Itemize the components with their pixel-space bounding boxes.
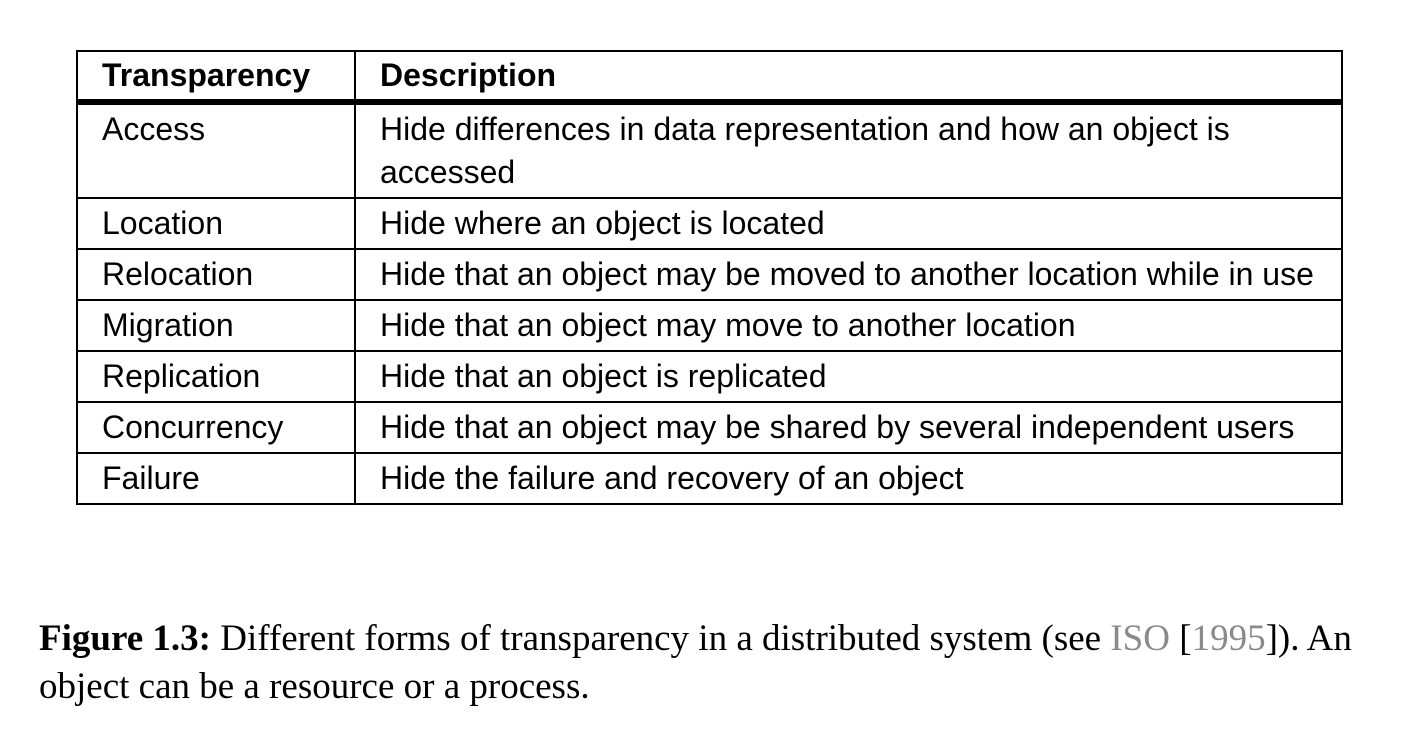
transparency-description-cell: Hide where an object is located <box>354 197 1343 250</box>
transparency-name-cell: Relocation <box>76 248 356 301</box>
transparency-description-cell: Hide that an object may be shared by sev… <box>354 401 1343 454</box>
table-header-row: Transparency Description <box>76 50 1343 105</box>
caption-text-after: ]). An object can be a resource or a pro… <box>39 618 1352 707</box>
caption-text-before: Different forms of transparency in a dis… <box>220 618 1111 659</box>
transparency-description-cell: Hide differences in data representation … <box>354 101 1343 199</box>
transparency-name-cell: Location <box>76 197 356 250</box>
transparency-name-cell: Migration <box>76 299 356 352</box>
table-row: Relocation Hide that an object may be mo… <box>76 248 1343 301</box>
transparency-description-cell: Hide that an object may move to another … <box>354 299 1343 352</box>
transparency-name-cell: Replication <box>76 350 356 403</box>
column-header-transparency: Transparency <box>76 50 356 105</box>
transparency-description-cell: Hide the failure and recovery of an obje… <box>354 452 1343 505</box>
table-row: Failure Hide the failure and recovery of… <box>76 452 1343 505</box>
transparency-table: Transparency Description Access Hide dif… <box>76 50 1343 505</box>
table-row: Access Hide differences in data represen… <box>76 101 1343 199</box>
transparency-description-cell: Hide that an object is replicated <box>354 350 1343 403</box>
column-header-description: Description <box>354 50 1343 105</box>
table-row: Migration Hide that an object may move t… <box>76 299 1343 352</box>
figure-caption: Figure 1.3: Different forms of transpare… <box>39 615 1384 711</box>
citation-year-link[interactable]: 1995 <box>1191 618 1266 659</box>
table-row: Replication Hide that an object is repli… <box>76 350 1343 403</box>
figure-label: Figure 1.3: <box>39 618 211 659</box>
transparency-name-cell: Failure <box>76 452 356 505</box>
transparency-name-cell: Concurrency <box>76 401 356 454</box>
transparency-table-container: Transparency Description Access Hide dif… <box>76 50 1343 505</box>
transparency-description-cell: Hide that an object may be moved to anot… <box>354 248 1343 301</box>
citation-author-link[interactable]: ISO <box>1110 618 1170 659</box>
table-row: Location Hide where an object is located <box>76 197 1343 250</box>
caption-open-bracket: [ <box>1179 618 1192 659</box>
table-row: Concurrency Hide that an object may be s… <box>76 401 1343 454</box>
transparency-name-cell: Access <box>76 101 356 199</box>
